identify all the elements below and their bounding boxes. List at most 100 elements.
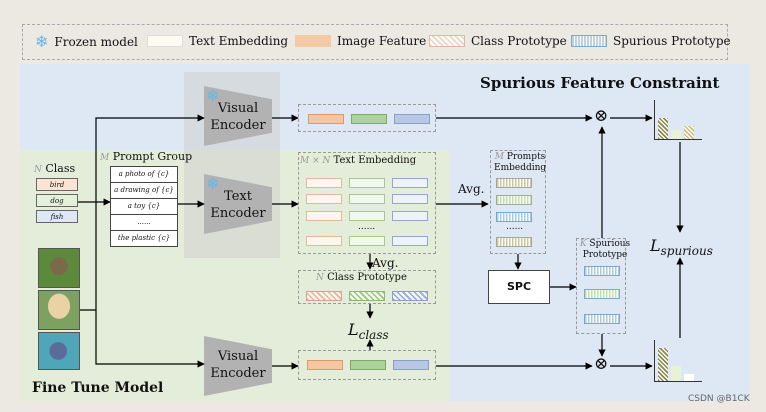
prompt-embedding-vector	[496, 212, 532, 222]
image-feature-vector	[351, 114, 387, 124]
spurious-prototype-swatch	[571, 35, 607, 47]
visual-encoder-top-label: Visual Encoder	[210, 101, 266, 133]
text-embedding-vector	[392, 194, 428, 204]
prompt-embedding-vector	[496, 195, 532, 205]
image-feature-vector	[394, 114, 430, 124]
loss-class-main: L	[348, 320, 359, 339]
prompt-item: a drawing of {c}	[111, 183, 177, 199]
class-prototype-block	[298, 270, 436, 304]
top-score-bars	[654, 100, 702, 140]
text-embedding-vector	[349, 211, 385, 221]
snowflake-icon: ❄	[35, 32, 49, 51]
top-score-bar	[671, 130, 681, 139]
legend-class-prototype-label: Class Prototype	[471, 34, 567, 48]
text-embedding-label: Text Embedding	[333, 155, 417, 166]
text-embedding-vector	[306, 211, 342, 221]
legend-frozen-label: Frozen model	[54, 35, 138, 49]
fish-photo	[38, 332, 80, 370]
text-embedding-vector	[306, 236, 342, 246]
class-prototype-swatch	[429, 35, 465, 47]
class-item: fish	[36, 210, 78, 223]
top-score-bar	[658, 118, 668, 139]
class-list: bird dog fish	[36, 178, 78, 226]
text-embedding-count-var: M × N	[300, 156, 331, 166]
prompts-embedding-dots: ......	[506, 222, 524, 232]
text-embedding-vector	[349, 236, 385, 246]
bottom-score-bar	[684, 374, 694, 381]
bottom-score-axis	[654, 381, 702, 382]
legend-spurious-prototype-label: Spurious Prototype	[613, 34, 731, 48]
text-embedding-vector	[392, 236, 428, 246]
class-prototype-header: N Class Prototype	[316, 272, 407, 283]
legend-image-feature-label: Image Feature	[337, 34, 427, 48]
spurious-count-var: K	[579, 239, 587, 249]
text-embedding-vector	[306, 178, 342, 188]
loss-class-sub: class	[358, 328, 389, 343]
bottom-score-bars	[654, 340, 702, 382]
top-score-bar	[684, 126, 694, 139]
arrow-image-to-visual-top	[80, 114, 205, 311]
loss-spurious: Lspurious	[650, 236, 713, 258]
multiply-operator-bottom: ⊗	[594, 354, 609, 374]
prompt-group: a photo of {c} a drawing of {c} a toy {c…	[110, 166, 178, 247]
watermark: CSDN @B1CK	[688, 394, 750, 404]
class-prototype-label: Class Prototype	[327, 272, 407, 283]
image-feature-vector	[307, 360, 343, 370]
text-encoder-label: Text Encoder	[210, 189, 266, 221]
class-prototype-vector	[349, 291, 385, 301]
class-list-header: N Class	[34, 162, 75, 175]
bird-photo	[38, 248, 80, 288]
text-embedding-header: M × N Text Embedding	[300, 155, 416, 166]
loss-class: Lclass	[348, 320, 389, 342]
prompt-count-var: M	[100, 153, 110, 163]
legend-class-prototype: Class Prototype	[429, 34, 567, 48]
class-item: dog	[36, 194, 78, 207]
loss-spurious-sub: spurious	[660, 244, 713, 259]
legend: ❄ Frozen model Text Embedding Image Feat…	[22, 24, 731, 60]
bottom-score-bar	[658, 348, 668, 381]
visual-encoder-bottom-label: Visual Encoder	[210, 349, 266, 381]
class-prototype-vector	[306, 291, 342, 301]
text-embedding-vector	[392, 178, 428, 188]
image-feature-vector	[308, 114, 344, 124]
prompt-item: ......	[111, 215, 177, 231]
spurious-prototype-vector	[584, 266, 620, 276]
fine-tune-title: Fine Tune Model	[32, 380, 164, 396]
prompt-item: a toy {c}	[111, 199, 177, 215]
bottom-score-axis	[654, 340, 655, 382]
spurious-prototype-vector	[584, 314, 620, 324]
avg-label-prompt: Avg.	[458, 182, 485, 196]
text-embedding-vector	[392, 211, 428, 221]
text-embedding-vector	[306, 194, 342, 204]
spurious-constraint-title: Spurious Feature Constraint	[480, 74, 720, 92]
legend-image-feature: Image Feature	[295, 34, 426, 48]
prompts-embedding-header: M Prompts Embedding	[494, 152, 546, 174]
spurious-prototype-label: Spurious Prototype	[582, 239, 631, 260]
loss-spurious-main: L	[650, 236, 661, 255]
legend-text-embedding: Text Embedding	[147, 34, 288, 48]
arrow-image-to-visual-bottom	[95, 310, 205, 368]
prompt-item: the plastic {c}	[117, 234, 171, 242]
class-prototype-count-var: N	[316, 273, 324, 283]
prompt-embedding-vector	[496, 237, 532, 247]
text-embedding-vector	[349, 178, 385, 188]
prompt-item: a photo of {c}	[111, 167, 177, 183]
spurious-prototype-vector	[584, 289, 620, 299]
prompts-count-var: M	[494, 152, 505, 162]
class-header-label: Class	[45, 162, 76, 175]
image-feature-vector	[393, 360, 429, 370]
prompts-embedding-label: Prompts Embedding	[494, 152, 547, 173]
class-count-var: N	[34, 165, 42, 175]
text-embedding-dots: ......	[358, 222, 376, 232]
snowflake-icon: ❄	[206, 86, 220, 105]
top-score-axis	[654, 139, 702, 140]
text-embedding-swatch	[147, 35, 183, 47]
prompts-embedding-block	[490, 150, 546, 254]
bottom-score-bar	[671, 366, 681, 381]
class-item: bird	[36, 178, 78, 191]
top-score-axis	[654, 100, 655, 140]
image-feature-swatch	[295, 35, 331, 47]
class-prototype-vector	[392, 291, 428, 301]
prompt-group-label: Prompt Group	[112, 150, 193, 163]
